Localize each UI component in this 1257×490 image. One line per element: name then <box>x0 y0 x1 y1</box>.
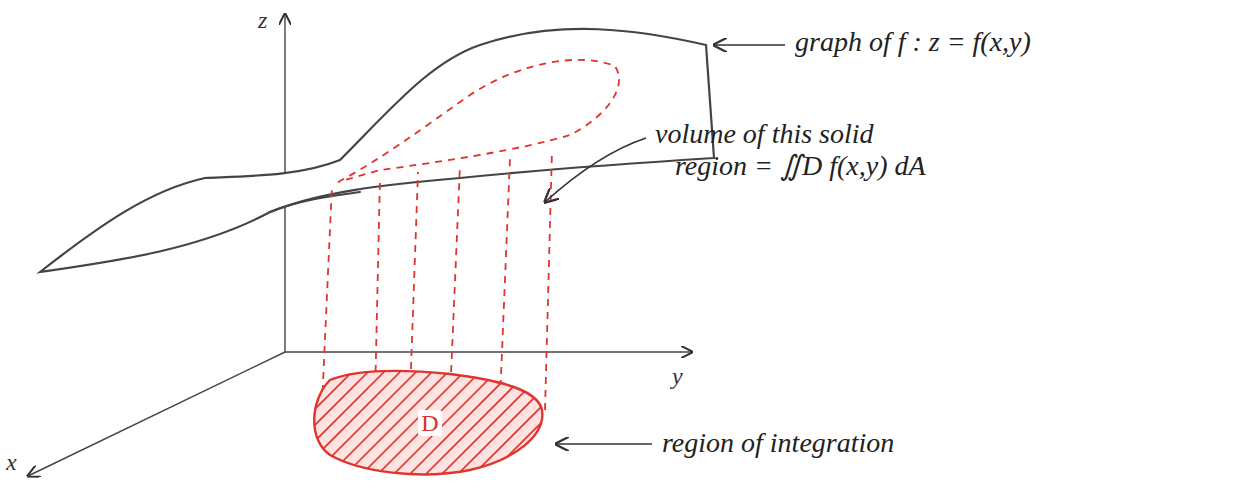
surface-graph <box>40 29 714 272</box>
axis-label: x <box>6 446 17 478</box>
axis-label: y <box>672 360 683 392</box>
solid-region <box>322 60 619 410</box>
graph-annotation: graph of f : z = f(x,y) <box>795 26 1031 58</box>
volume-annotation: volume of this solid region = ∬D f(x,y) … <box>655 118 945 182</box>
leader-arrows <box>545 45 785 444</box>
region-annotation: region of integration <box>662 427 894 459</box>
axis-label: z <box>258 4 267 36</box>
integration-region: D <box>300 360 560 485</box>
region-label: D <box>418 410 441 436</box>
